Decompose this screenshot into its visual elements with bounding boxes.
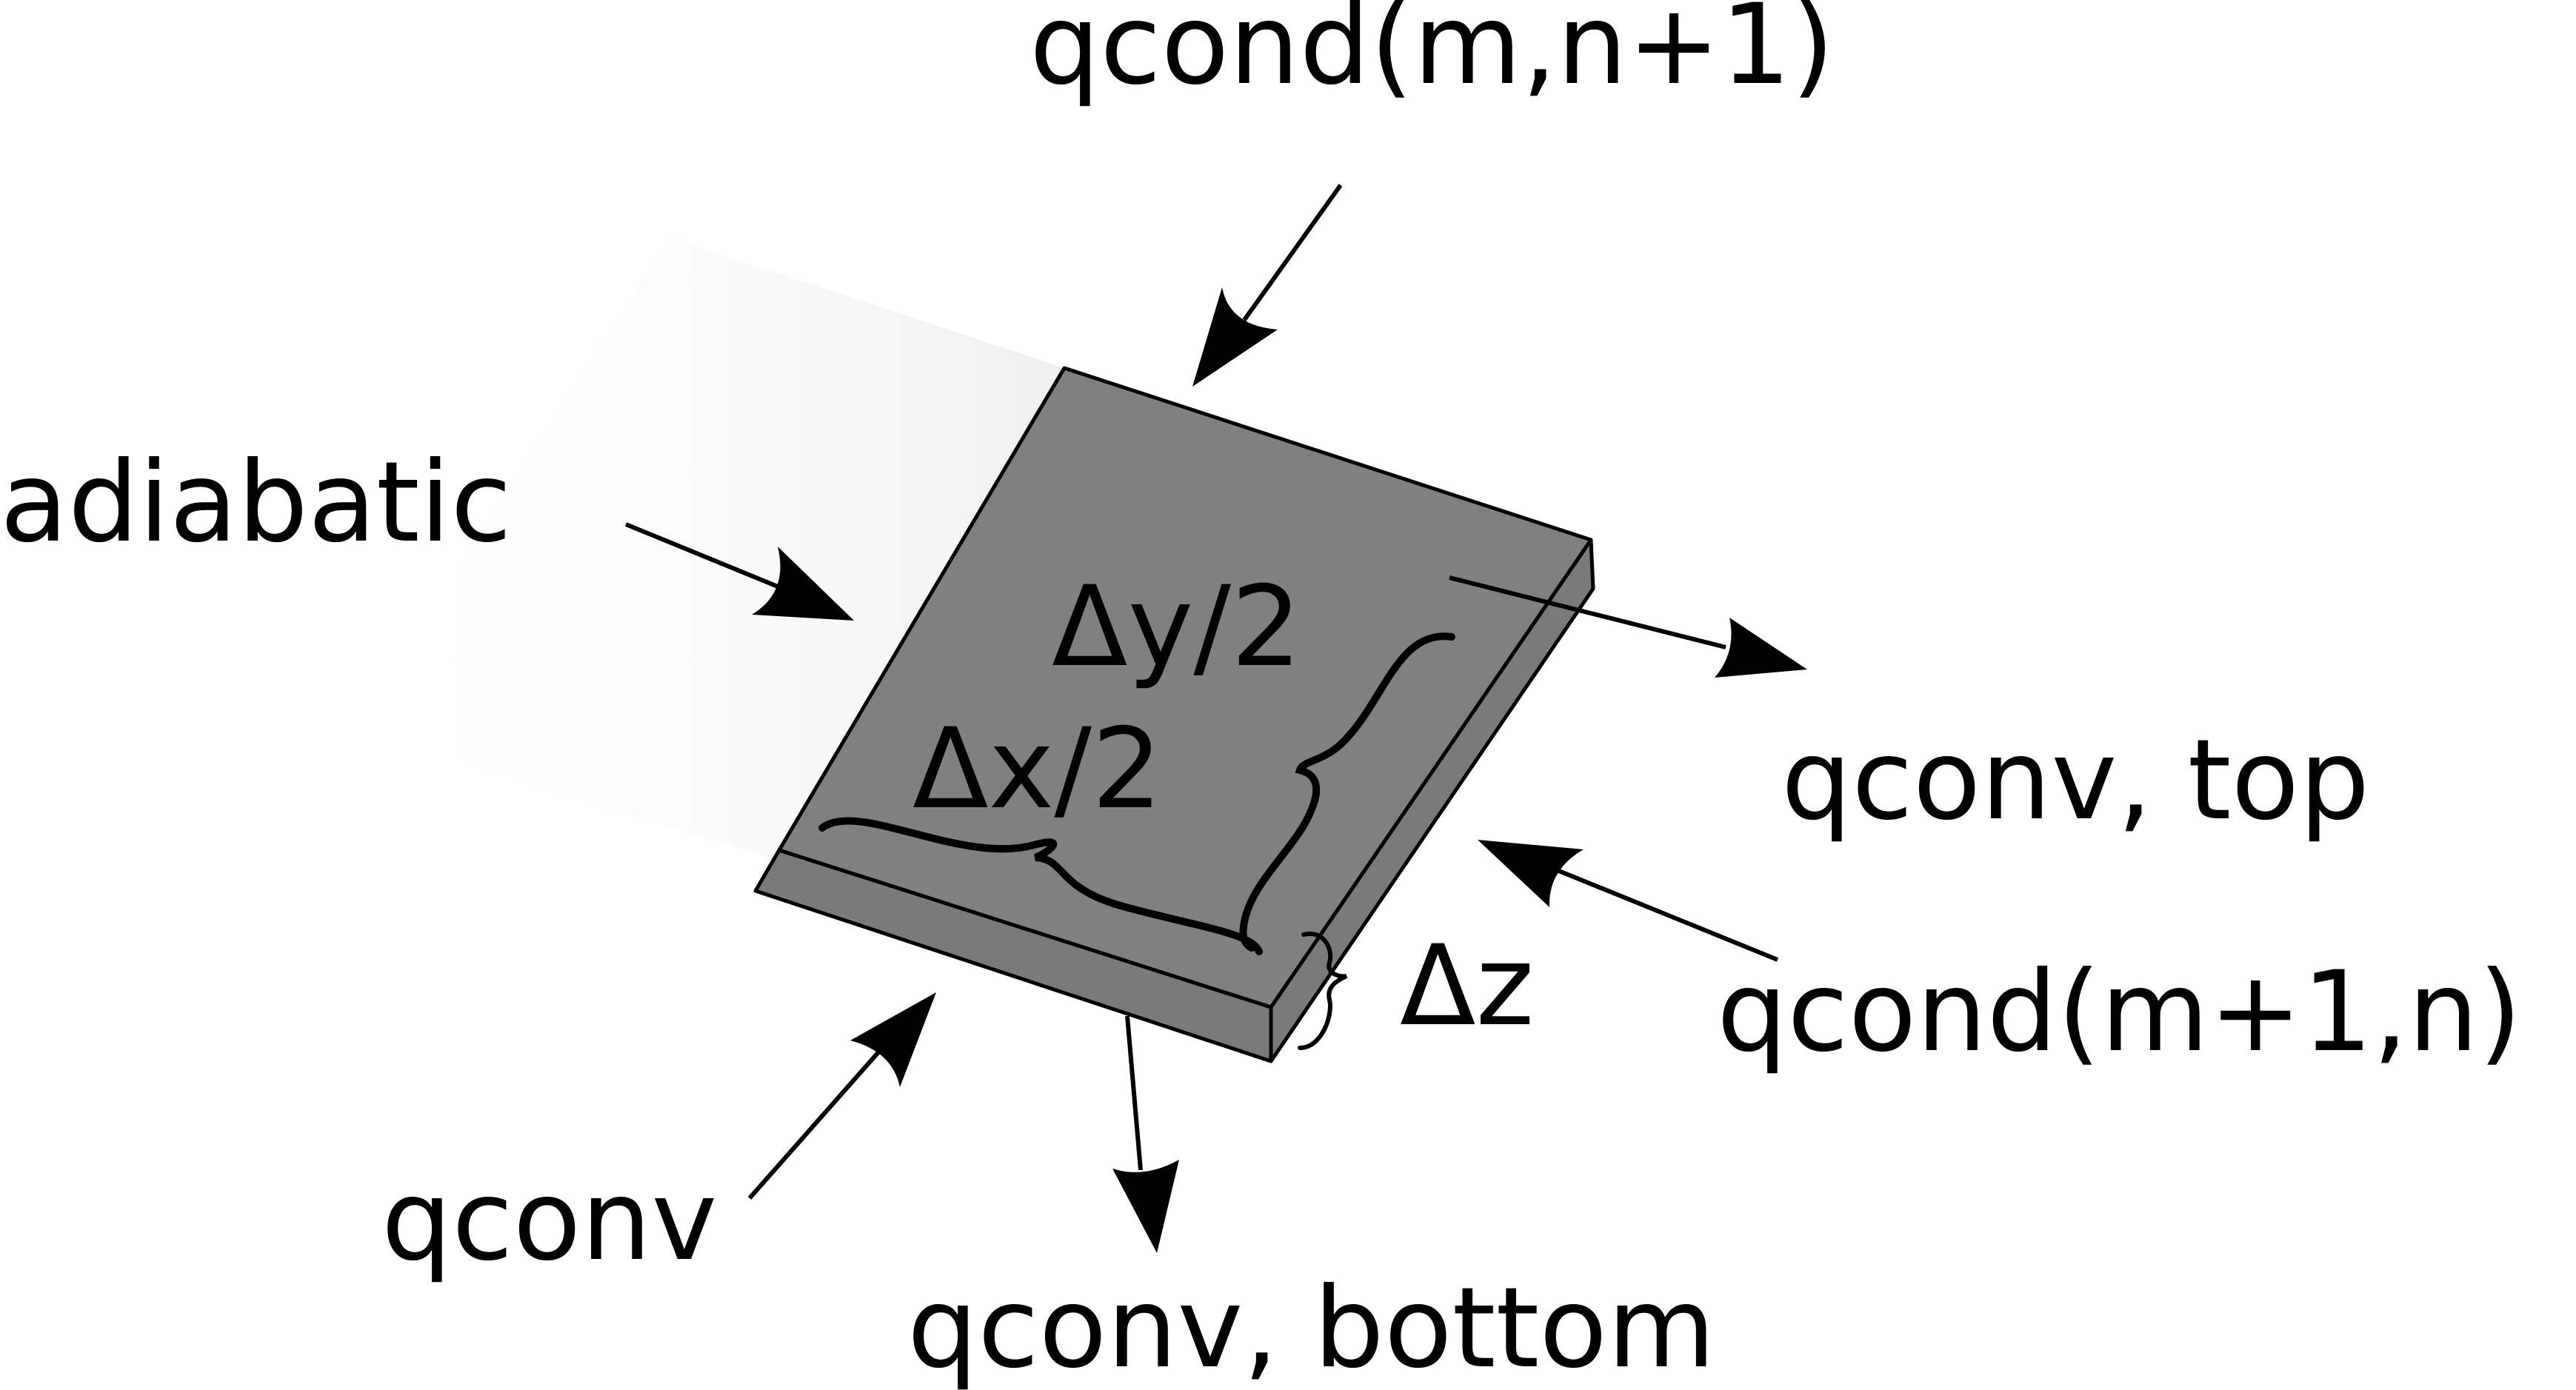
brace-dz (1298, 931, 1348, 1050)
arrow-head-icon (1715, 618, 1807, 678)
arrow-qconv-top-shaft (1449, 575, 1726, 649)
arrow-top-shaft (1242, 184, 1343, 321)
arrow-head-icon (850, 992, 936, 1087)
brace-dy (1239, 632, 1455, 952)
arrow-qconv-left-shaft (747, 1039, 891, 1200)
label-qconv-top: qconv, top (1781, 716, 2369, 845)
arrow-head-icon (1192, 287, 1278, 387)
arrow-head-icon (752, 547, 854, 621)
label-qconv-left: qconv (381, 1157, 717, 1286)
ghost-slab (359, 237, 1064, 861)
arrow-head-icon (1112, 1160, 1179, 1253)
label-half-dx: Δx/2 (912, 705, 1162, 834)
arrow-qcond-right-shaft (1546, 864, 1779, 962)
label-half-dy: Δy/2 (1052, 563, 1301, 692)
arrow-head-icon (1478, 840, 1584, 907)
label-qconv-bottom: qconv, bottom (907, 1264, 1715, 1390)
brace-dx (818, 817, 1263, 955)
arrow-adiabatic-shaft (624, 522, 779, 589)
label-adiabatic: adiabatic (0, 438, 512, 567)
arrow-qconv-bottom-shaft (1125, 1015, 1143, 1171)
label-dz: Δz (1400, 922, 1534, 1051)
label-qcond-right: qcond(m+1,n) (1717, 948, 2522, 1077)
label-qcond-top: qcond(m,n+1) (1030, 0, 1835, 110)
